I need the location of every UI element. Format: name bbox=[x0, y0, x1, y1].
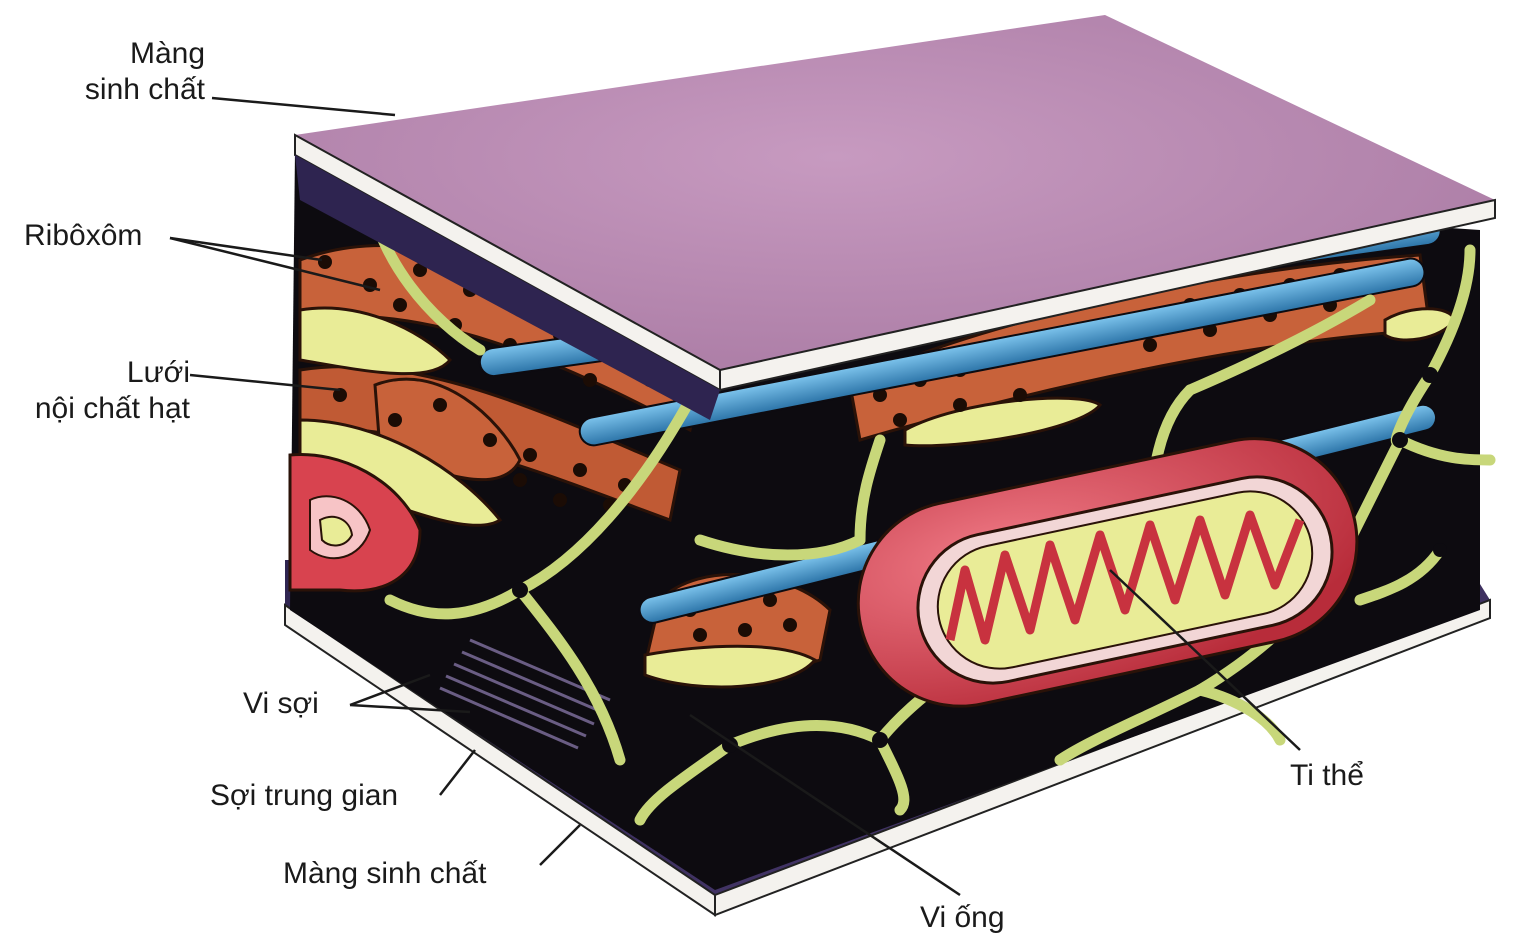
label-microfilament: Vi sợi bbox=[243, 686, 319, 722]
ribosome-dot bbox=[483, 433, 497, 447]
label-mitochondrion: Ti thể bbox=[1290, 758, 1364, 794]
leader-intermediate-filament bbox=[440, 750, 475, 795]
ribosome-dot bbox=[738, 623, 752, 637]
label-top-membrane-line1: Màng bbox=[60, 36, 205, 72]
ribosome-dot bbox=[433, 398, 447, 412]
ribosome-dot bbox=[553, 493, 567, 507]
ribosome-dot bbox=[693, 628, 707, 642]
label-ribosome: Ribôxôm bbox=[24, 218, 142, 254]
label-top-membrane-line2: sinh chất bbox=[60, 72, 205, 108]
ribosome-dot bbox=[1013, 388, 1027, 402]
ribosome-dot bbox=[393, 298, 407, 312]
label-bottom-membrane: Màng sinh chất bbox=[283, 856, 486, 892]
ribosome-dot bbox=[953, 398, 967, 412]
label-er-line1: Lưới bbox=[0, 355, 190, 391]
label-top-membrane: Màng sinh chất bbox=[60, 36, 205, 108]
label-microtubule: Vi ống bbox=[920, 900, 1005, 936]
ribosome-dot bbox=[388, 413, 402, 427]
ribosome-dot bbox=[583, 373, 597, 387]
label-er-line2: nội chất hạt bbox=[0, 391, 190, 427]
ribosome-dot bbox=[1143, 338, 1157, 352]
ribosome-dot bbox=[573, 463, 587, 477]
leader-top-membrane bbox=[212, 98, 395, 115]
ribosome-dot bbox=[318, 255, 332, 269]
label-rough-er: Lưới nội chất hạt bbox=[0, 355, 190, 427]
leader-bottom-membrane bbox=[540, 825, 580, 865]
ribosome-dot bbox=[783, 618, 797, 632]
label-intermediate-filament: Sợi trung gian bbox=[210, 778, 398, 814]
ribosome-dot bbox=[893, 413, 907, 427]
ribosome-dot bbox=[523, 448, 537, 462]
ribosome-dot bbox=[513, 473, 527, 487]
